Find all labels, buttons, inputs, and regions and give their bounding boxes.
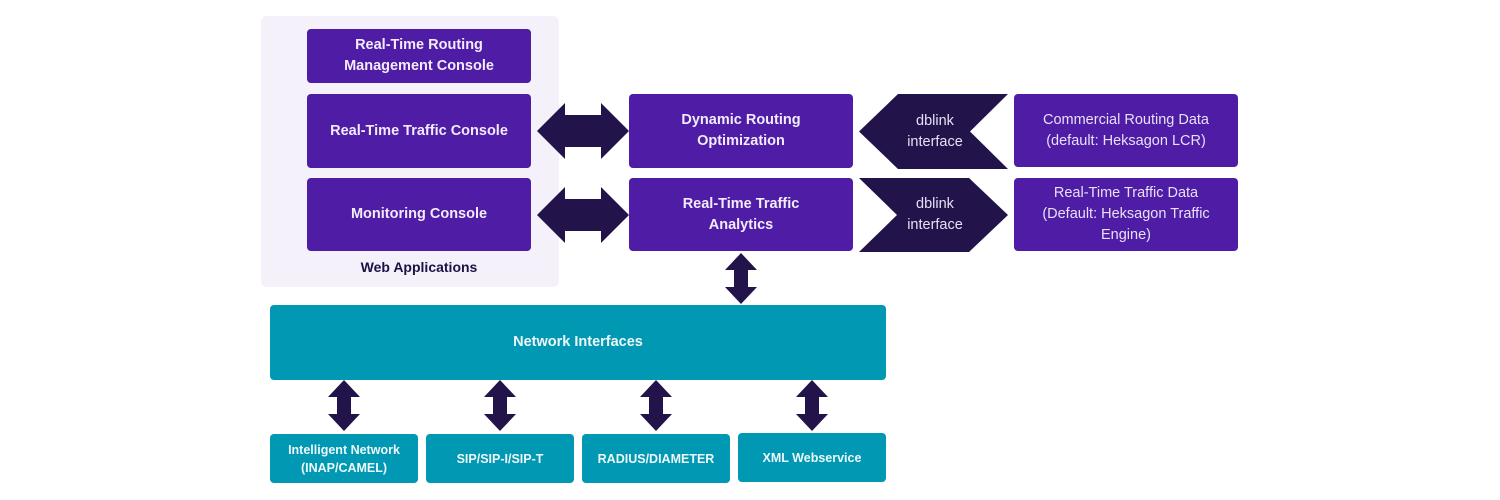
monitoring-console-label: Monitoring Console — [350, 206, 488, 222]
network-interfaces-label: Network Interfaces — [513, 334, 643, 350]
protocol-xml-webservice-box[interactable]: XML Webservice — [738, 433, 886, 482]
dblink-interface-bottom-label: dblink interface — [907, 196, 963, 233]
dblink-interface-top: dblink interface — [880, 94, 990, 169]
web-applications-label: Web Applications — [360, 259, 478, 275]
routing-management-console-box[interactable]: Real-Time Routing Management Console — [307, 29, 531, 83]
protocol-xml-webservice-label: XML Webservice — [762, 450, 862, 465]
traffic-analytics-label: Real-Time Traffic Analytics — [682, 195, 800, 233]
double-arrow-vertical-icon — [484, 380, 516, 431]
traffic-console-label: Real-Time Traffic Console — [330, 122, 508, 139]
dblink-interface-bottom: dblink interface — [880, 178, 990, 252]
double-arrow-vertical-icon — [796, 380, 828, 431]
protocol-sip-label: SIP/SIP-I/SIP-T — [456, 451, 544, 466]
traffic-data-label: Real-Time Traffic Data (Default: Heksago… — [1042, 185, 1210, 243]
double-arrow-horizontal-icon — [537, 187, 629, 243]
routing-management-console-label: Real-Time Routing Management Console — [344, 37, 494, 74]
traffic-data-box[interactable]: Real-Time Traffic Data (Default: Heksago… — [1014, 178, 1238, 251]
protocol-radius-diameter-label: RADIUS/DIAMETER — [597, 451, 715, 466]
double-arrow-horizontal-icon — [537, 103, 629, 159]
commercial-routing-data-box[interactable]: Commercial Routing Data (default: Heksag… — [1014, 94, 1238, 167]
double-arrow-vertical-icon — [640, 380, 672, 431]
dblink-interface-top-label: dblink interface — [907, 112, 963, 150]
protocol-sip-box[interactable]: SIP/SIP-I/SIP-T — [426, 434, 574, 483]
chevron-left-icon — [859, 94, 1008, 169]
double-arrow-vertical-icon — [328, 380, 360, 431]
protocol-intelligent-network-box[interactable]: Intelligent Network (INAP/CAMEL) — [270, 434, 418, 483]
double-arrow-vertical-icon — [725, 253, 757, 304]
chevron-right-icon — [859, 178, 1008, 252]
commercial-routing-data-label: Commercial Routing Data (default: Heksag… — [1042, 111, 1209, 149]
protocol-intelligent-network-label: Intelligent Network (INAP/CAMEL) — [288, 442, 400, 475]
traffic-console-box[interactable]: Real-Time Traffic Console — [307, 94, 531, 168]
protocol-radius-diameter-box[interactable]: RADIUS/DIAMETER — [582, 434, 730, 483]
dynamic-routing-optimization-label: Dynamic Routing Optimization — [681, 112, 801, 149]
dynamic-routing-optimization-box[interactable]: Dynamic Routing Optimization — [629, 94, 853, 168]
traffic-analytics-box[interactable]: Real-Time Traffic Analytics — [629, 178, 853, 251]
network-interfaces-box[interactable]: Network Interfaces — [270, 305, 886, 380]
monitoring-console-box[interactable]: Monitoring Console — [307, 178, 531, 251]
